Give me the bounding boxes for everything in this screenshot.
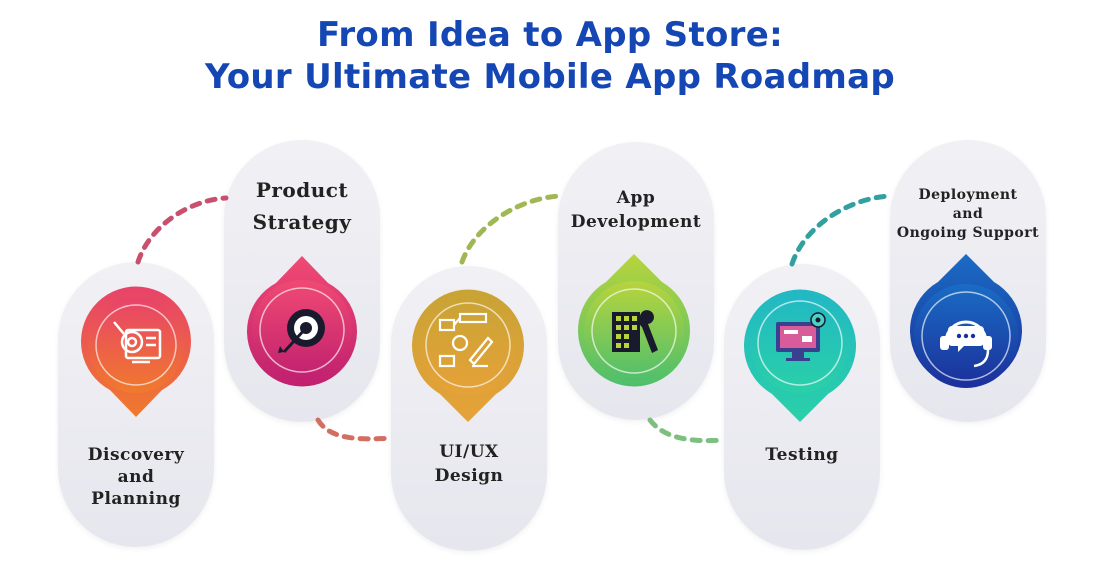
connector-4-5 xyxy=(647,417,727,444)
connector-5-6 xyxy=(789,193,893,267)
step-3-marker xyxy=(412,289,525,422)
page-title: From Idea to App Store: Your Ultimate Mo… xyxy=(0,14,1100,98)
headset-icon xyxy=(940,320,992,368)
step-3-label: UI/UX Design xyxy=(434,442,504,486)
step-2-marker xyxy=(247,256,357,387)
design-tools-icon xyxy=(438,312,494,368)
step-1-marker xyxy=(80,286,191,417)
title-line-2: Your Ultimate Mobile App Roadmap xyxy=(204,57,896,97)
connector-1-2 xyxy=(135,195,229,265)
step-5-label: Testing xyxy=(765,445,839,465)
step-1-label: Discovery and Planning xyxy=(87,445,185,509)
connector-2-3 xyxy=(315,417,395,442)
target-icon xyxy=(278,309,325,354)
connector-3-4 xyxy=(459,193,563,265)
monitor-gear-icon xyxy=(776,312,826,361)
title-line-1: From Idea to App Store: xyxy=(317,15,783,55)
step-6-label: Deployment and Ongoing Support xyxy=(896,187,1040,241)
step-4-marker xyxy=(578,254,691,387)
magnifier-board-icon xyxy=(113,321,162,364)
building-wrench-icon xyxy=(612,310,658,353)
step-2-label: Product Strategy xyxy=(252,178,352,234)
step-4-label: App Development xyxy=(570,188,702,232)
step-6-marker xyxy=(910,254,1023,388)
step-5-marker xyxy=(744,289,857,422)
